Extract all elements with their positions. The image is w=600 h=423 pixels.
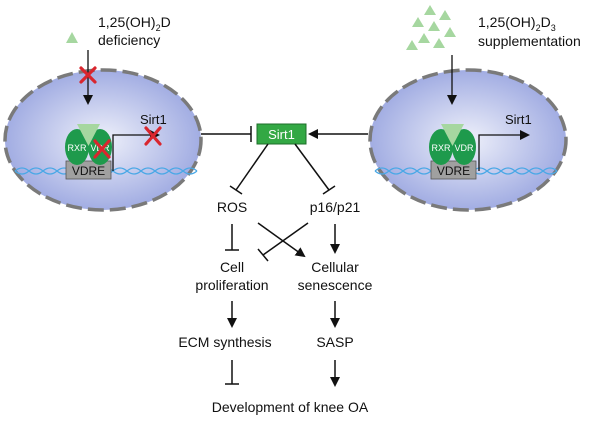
left-receptor-block-cross: [93, 139, 111, 159]
sirt1-inhibits-ros: [229, 143, 269, 195]
cell-label-line2: proliferation: [195, 277, 268, 293]
ros-inhibits-proliferation: [225, 224, 239, 251]
left-to-sirt1-inhibition: [201, 126, 252, 142]
sirt1-inhibits-p16p21: [294, 143, 336, 195]
right-vdr-label: VDR: [454, 143, 474, 153]
left-vdre-label: VDRE: [72, 164, 105, 178]
left-entry-block-cross: [79, 66, 97, 84]
ros-label: ROS: [217, 199, 247, 215]
p16p21-label: p16/p21: [310, 199, 361, 215]
right-caption-line2: supplementation: [478, 33, 581, 49]
right-ligand-cluster-icon: [406, 5, 456, 50]
left-gene-label: Sirt1: [140, 112, 167, 127]
left-rxr-label: RXR: [67, 143, 87, 153]
right-vdre-box: [430, 160, 477, 180]
right-bound-ligand-icon: [441, 124, 464, 146]
outcome-label: Development of knee OA: [212, 399, 369, 415]
right-rxr-label: RXR: [431, 143, 451, 153]
right-cell: 1,25(OH)2D3 supplementation VDRE RXR VDR…: [368, 5, 581, 212]
sirt1-box-label: Sirt1: [268, 127, 295, 142]
left-caption-line2: deficiency: [98, 32, 160, 48]
left-cell: 1,25(OH)2D deficiency VDRE RXR VDR Sirt1: [3, 14, 203, 212]
left-rxr-receptor: [65, 129, 89, 165]
senescence-label-line2: senescence: [298, 277, 373, 293]
right-gene-label: Sirt1: [505, 112, 532, 127]
ros-to-senescence-arrow: [257, 222, 306, 258]
left-vdre-box: [65, 160, 112, 180]
sirt1-box: [256, 123, 307, 145]
senescence-label-line1: Cellular: [311, 259, 359, 275]
right-rxr-receptor: [429, 129, 453, 165]
center-sirt1-node: Sirt1: [256, 123, 307, 145]
right-caption-line1: 1,25(OH)2D3: [478, 14, 556, 33]
right-vdr-receptor: [452, 129, 476, 165]
left-transcription-arrow: [112, 130, 160, 171]
right-vdre-label: VDRE: [437, 164, 470, 178]
left-bound-ligand-icon: [77, 124, 100, 146]
left-caption-line1: 1,25(OH)2D: [98, 14, 171, 33]
left-transcription-block-cross: [144, 126, 162, 146]
cell-label-line1: Cell: [220, 259, 244, 275]
left-ligand-icon: [66, 32, 78, 43]
sasp-label: SASP: [316, 334, 353, 350]
ecm-label: ECM synthesis: [178, 334, 271, 350]
ecm-inhibits-oa: [225, 360, 239, 385]
p16p21-inhibits-proliferation: [257, 222, 309, 262]
right-transcription-arrow: [478, 130, 530, 171]
